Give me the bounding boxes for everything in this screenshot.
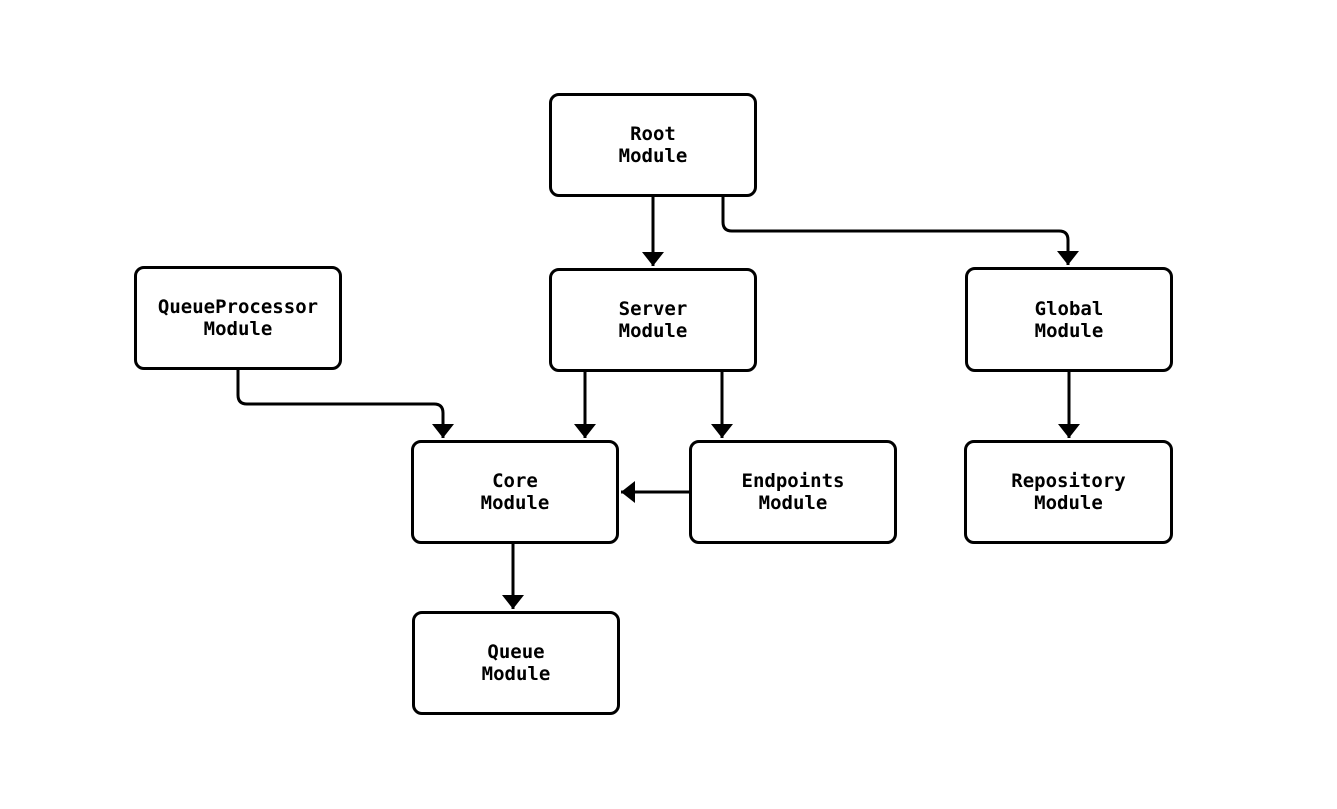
node-core-module: Core Module: [411, 440, 619, 544]
node-queueprocessor-module: QueueProcessor Module: [134, 266, 342, 370]
edges-group: [236, 197, 1080, 609]
edge-queueprocessor-to-core: [236, 370, 454, 438]
edge-root-to-global: [721, 197, 1079, 265]
node-global-module: Global Module: [965, 267, 1173, 372]
node-queue-module: Queue Module: [412, 611, 620, 715]
node-root-module: Root Module: [549, 93, 757, 197]
node-endpoints-module: Endpoints Module: [689, 440, 897, 544]
node-repository-module: Repository Module: [964, 440, 1173, 544]
node-server-module: Server Module: [549, 268, 757, 372]
